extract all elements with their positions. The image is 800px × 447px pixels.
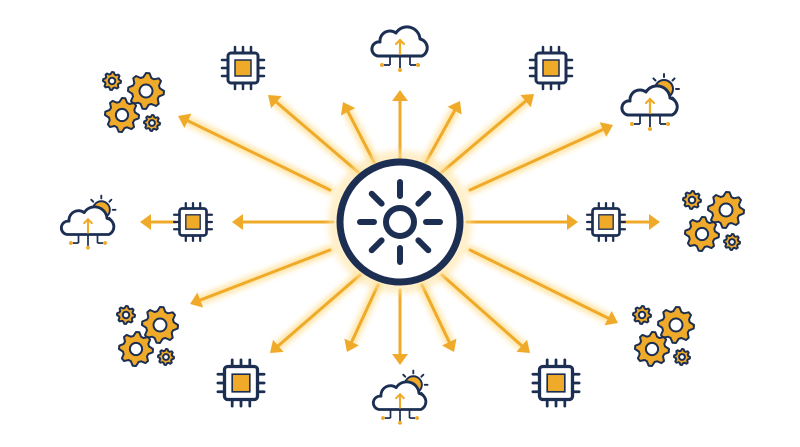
arrow — [270, 270, 365, 353]
arrow — [392, 285, 408, 365]
arrow — [421, 101, 462, 167]
arrow — [232, 214, 338, 230]
chip-icon — [172, 201, 214, 243]
cloud-sun-network-icon — [59, 194, 117, 252]
arrow — [178, 113, 335, 195]
sun-hub-icon — [328, 150, 472, 294]
arrow — [268, 95, 363, 177]
cloud-sun-network-icon — [371, 369, 429, 427]
arrow — [437, 270, 530, 353]
arrow — [344, 280, 383, 352]
gears-icon — [102, 71, 165, 133]
hub — [328, 150, 472, 294]
gears-icon — [682, 190, 745, 252]
gears-icon — [632, 305, 695, 367]
arrow — [140, 214, 180, 230]
chip-icon — [220, 45, 266, 91]
arrow — [437, 94, 534, 177]
arrow-group — [140, 90, 660, 365]
arrow — [190, 245, 335, 308]
arrow — [417, 280, 457, 352]
chip-icon — [216, 358, 266, 408]
arrow — [465, 122, 613, 195]
chip-icon — [531, 358, 581, 408]
arrow — [462, 214, 578, 230]
cloud-sun-network-icon — [620, 73, 680, 133]
gears-icon — [116, 305, 179, 367]
arrow — [340, 102, 379, 167]
arrow — [617, 214, 660, 230]
chip-icon — [585, 201, 627, 243]
arrow — [392, 90, 408, 165]
node-group — [59, 25, 745, 427]
arrow — [465, 245, 618, 326]
cloud-network-icon — [370, 25, 429, 74]
chip-icon — [528, 45, 574, 91]
